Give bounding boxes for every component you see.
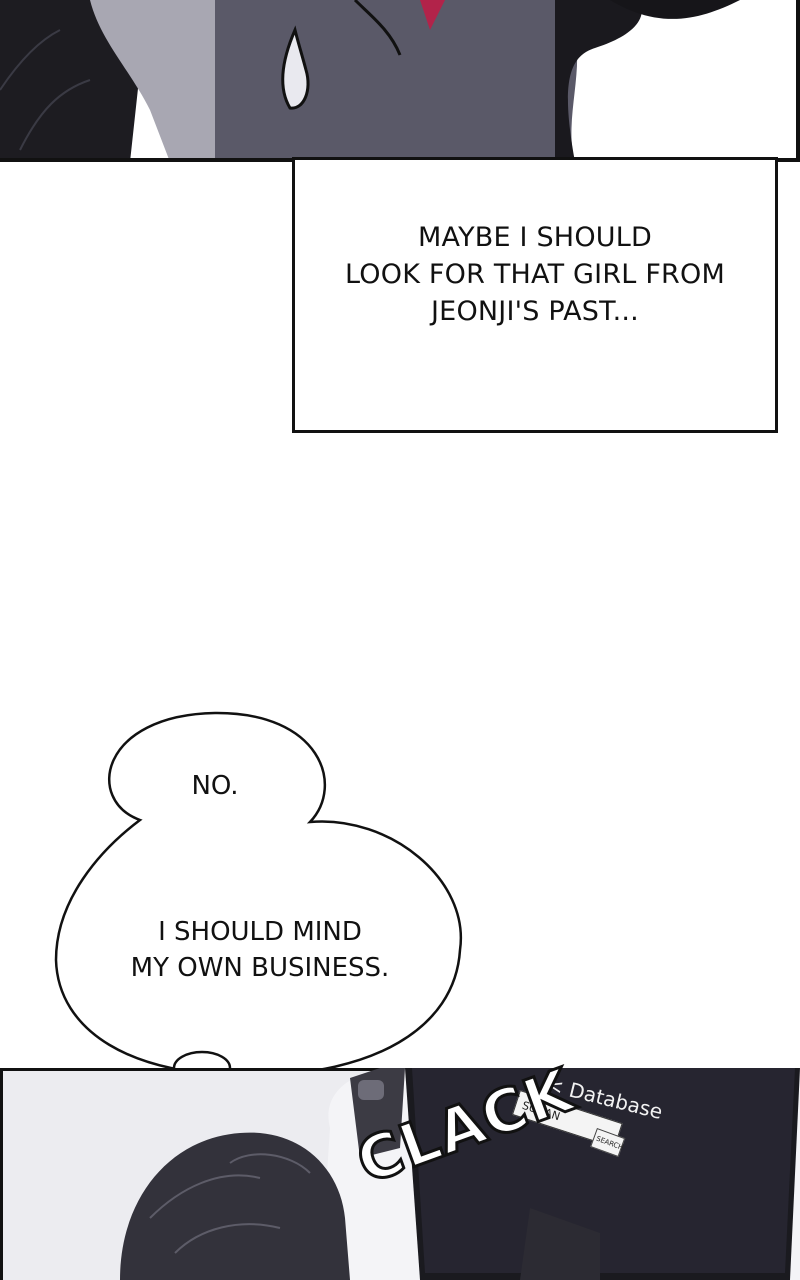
bottom-illustration-panel bbox=[0, 1068, 800, 1280]
thought-text-no: NO. bbox=[150, 768, 280, 804]
narration-caption-box: MAYBE I SHOULD LOOK FOR THAT GIRL FROM J… bbox=[292, 157, 778, 433]
thought-line: I SHOULD MIND bbox=[158, 917, 362, 947]
caption-line: MAYBE I SHOULD bbox=[418, 221, 652, 253]
caption-line: JEONJI'S PAST... bbox=[431, 295, 639, 327]
thought-line: MY OWN BUSINESS. bbox=[130, 953, 390, 983]
caption-line: LOOK FOR THAT GIRL FROM bbox=[345, 258, 725, 290]
thought-line: NO. bbox=[191, 771, 239, 801]
thought-text-business: I SHOULD MIND MY OWN BUSINESS. bbox=[90, 914, 430, 986]
thought-bubble-outline bbox=[54, 711, 463, 1077]
top-illustration-panel bbox=[0, 0, 800, 162]
narration-caption-text: MAYBE I SHOULD LOOK FOR THAT GIRL FROM J… bbox=[345, 219, 725, 330]
